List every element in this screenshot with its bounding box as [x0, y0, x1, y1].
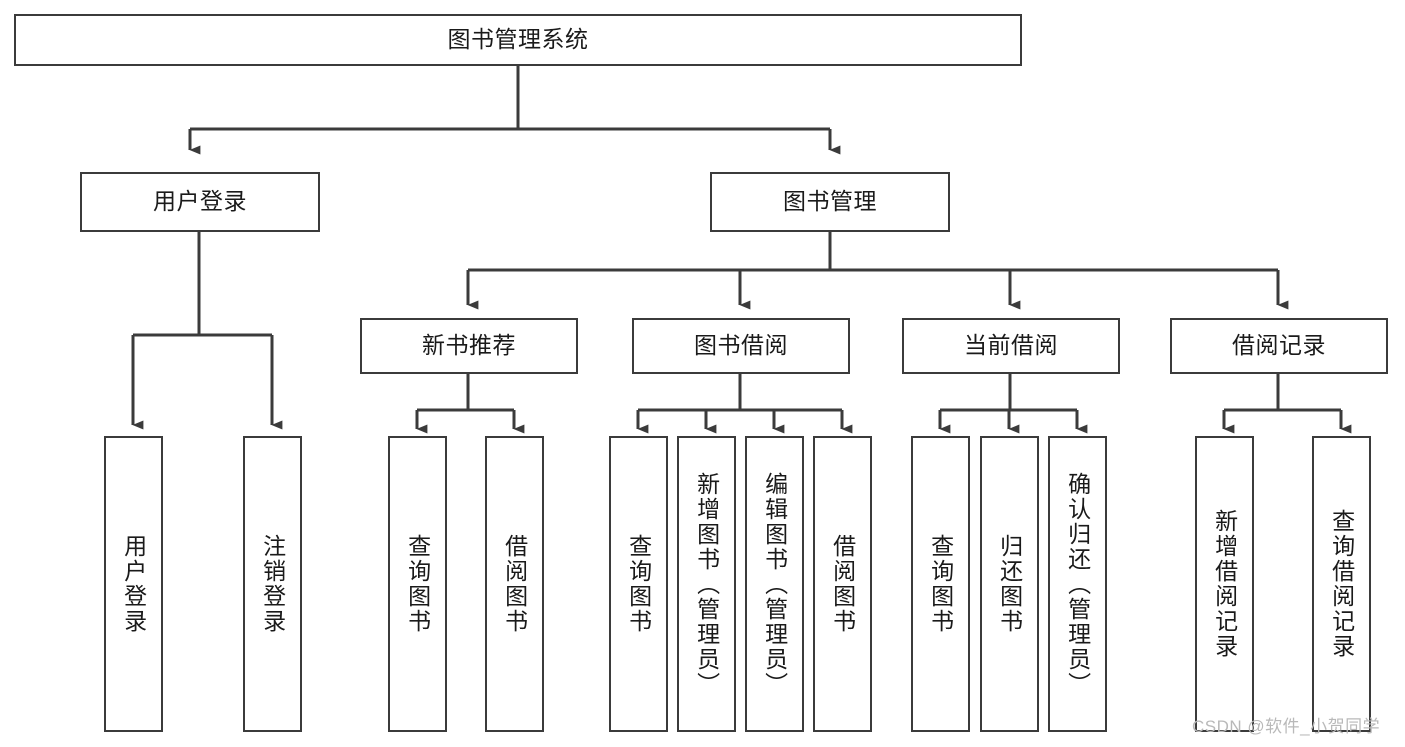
- node-leaf-newbook-borrow-label: 借阅图书: [501, 534, 528, 634]
- node-book-management-label: 图书管理: [783, 188, 877, 215]
- node-leaf-currentborrow-return[interactable]: 归还图书: [980, 436, 1039, 732]
- node-user-login-label: 用户登录: [153, 188, 247, 215]
- node-leaf-borrowrecord-query-label: 查询借阅记录: [1328, 509, 1355, 659]
- node-leaf-currentborrow-confirm-label: 确认归还（管理员）: [1064, 471, 1091, 697]
- node-leaf-borrowrecord-add-label: 新增借阅记录: [1211, 509, 1238, 659]
- node-leaf-bookborrow-borrow[interactable]: 借阅图书: [813, 436, 872, 732]
- node-leaf-user-login-signout-label: 注销登录: [259, 534, 286, 634]
- node-current-borrow[interactable]: 当前借阅: [902, 318, 1120, 374]
- node-leaf-currentborrow-confirm[interactable]: 确认归还（管理员）: [1048, 436, 1107, 732]
- node-book-borrow[interactable]: 图书借阅: [632, 318, 850, 374]
- node-leaf-newbook-query-label: 查询图书: [404, 534, 431, 634]
- node-root-system-label: 图书管理系统: [447, 26, 589, 53]
- node-leaf-bookborrow-add[interactable]: 新增图书（管理员）: [677, 436, 736, 732]
- node-leaf-bookborrow-edit[interactable]: 编辑图书（管理员）: [745, 436, 804, 732]
- node-new-book-recommend[interactable]: 新书推荐: [360, 318, 578, 374]
- node-leaf-bookborrow-add-label: 新增图书（管理员）: [693, 471, 720, 697]
- node-leaf-bookborrow-query[interactable]: 查询图书: [609, 436, 668, 732]
- node-root-system[interactable]: 图书管理系统: [14, 14, 1022, 66]
- node-book-management[interactable]: 图书管理: [710, 172, 950, 232]
- node-leaf-borrowrecord-query[interactable]: 查询借阅记录: [1312, 436, 1371, 732]
- node-leaf-currentborrow-query[interactable]: 查询图书: [911, 436, 970, 732]
- node-current-borrow-label: 当前借阅: [964, 332, 1058, 359]
- node-leaf-bookborrow-borrow-label: 借阅图书: [829, 534, 856, 634]
- node-borrow-record-label: 借阅记录: [1232, 332, 1326, 359]
- node-leaf-newbook-query[interactable]: 查询图书: [388, 436, 447, 732]
- watermark-text: CSDN @软件_小贺同学: [1192, 717, 1381, 736]
- node-leaf-bookborrow-query-label: 查询图书: [625, 534, 652, 634]
- node-book-borrow-label: 图书借阅: [694, 332, 788, 359]
- node-leaf-user-login-signin[interactable]: 用户登录: [104, 436, 163, 732]
- node-leaf-bookborrow-edit-label: 编辑图书（管理员）: [761, 471, 788, 697]
- node-leaf-currentborrow-query-label: 查询图书: [927, 534, 954, 634]
- node-leaf-user-login-signout[interactable]: 注销登录: [243, 436, 302, 732]
- node-borrow-record[interactable]: 借阅记录: [1170, 318, 1388, 374]
- node-leaf-newbook-borrow[interactable]: 借阅图书: [485, 436, 544, 732]
- node-leaf-user-login-signin-label: 用户登录: [120, 534, 147, 634]
- node-leaf-borrowrecord-add[interactable]: 新增借阅记录: [1195, 436, 1254, 732]
- node-new-book-recommend-label: 新书推荐: [422, 332, 516, 359]
- node-user-login[interactable]: 用户登录: [80, 172, 320, 232]
- node-leaf-currentborrow-return-label: 归还图书: [996, 534, 1023, 634]
